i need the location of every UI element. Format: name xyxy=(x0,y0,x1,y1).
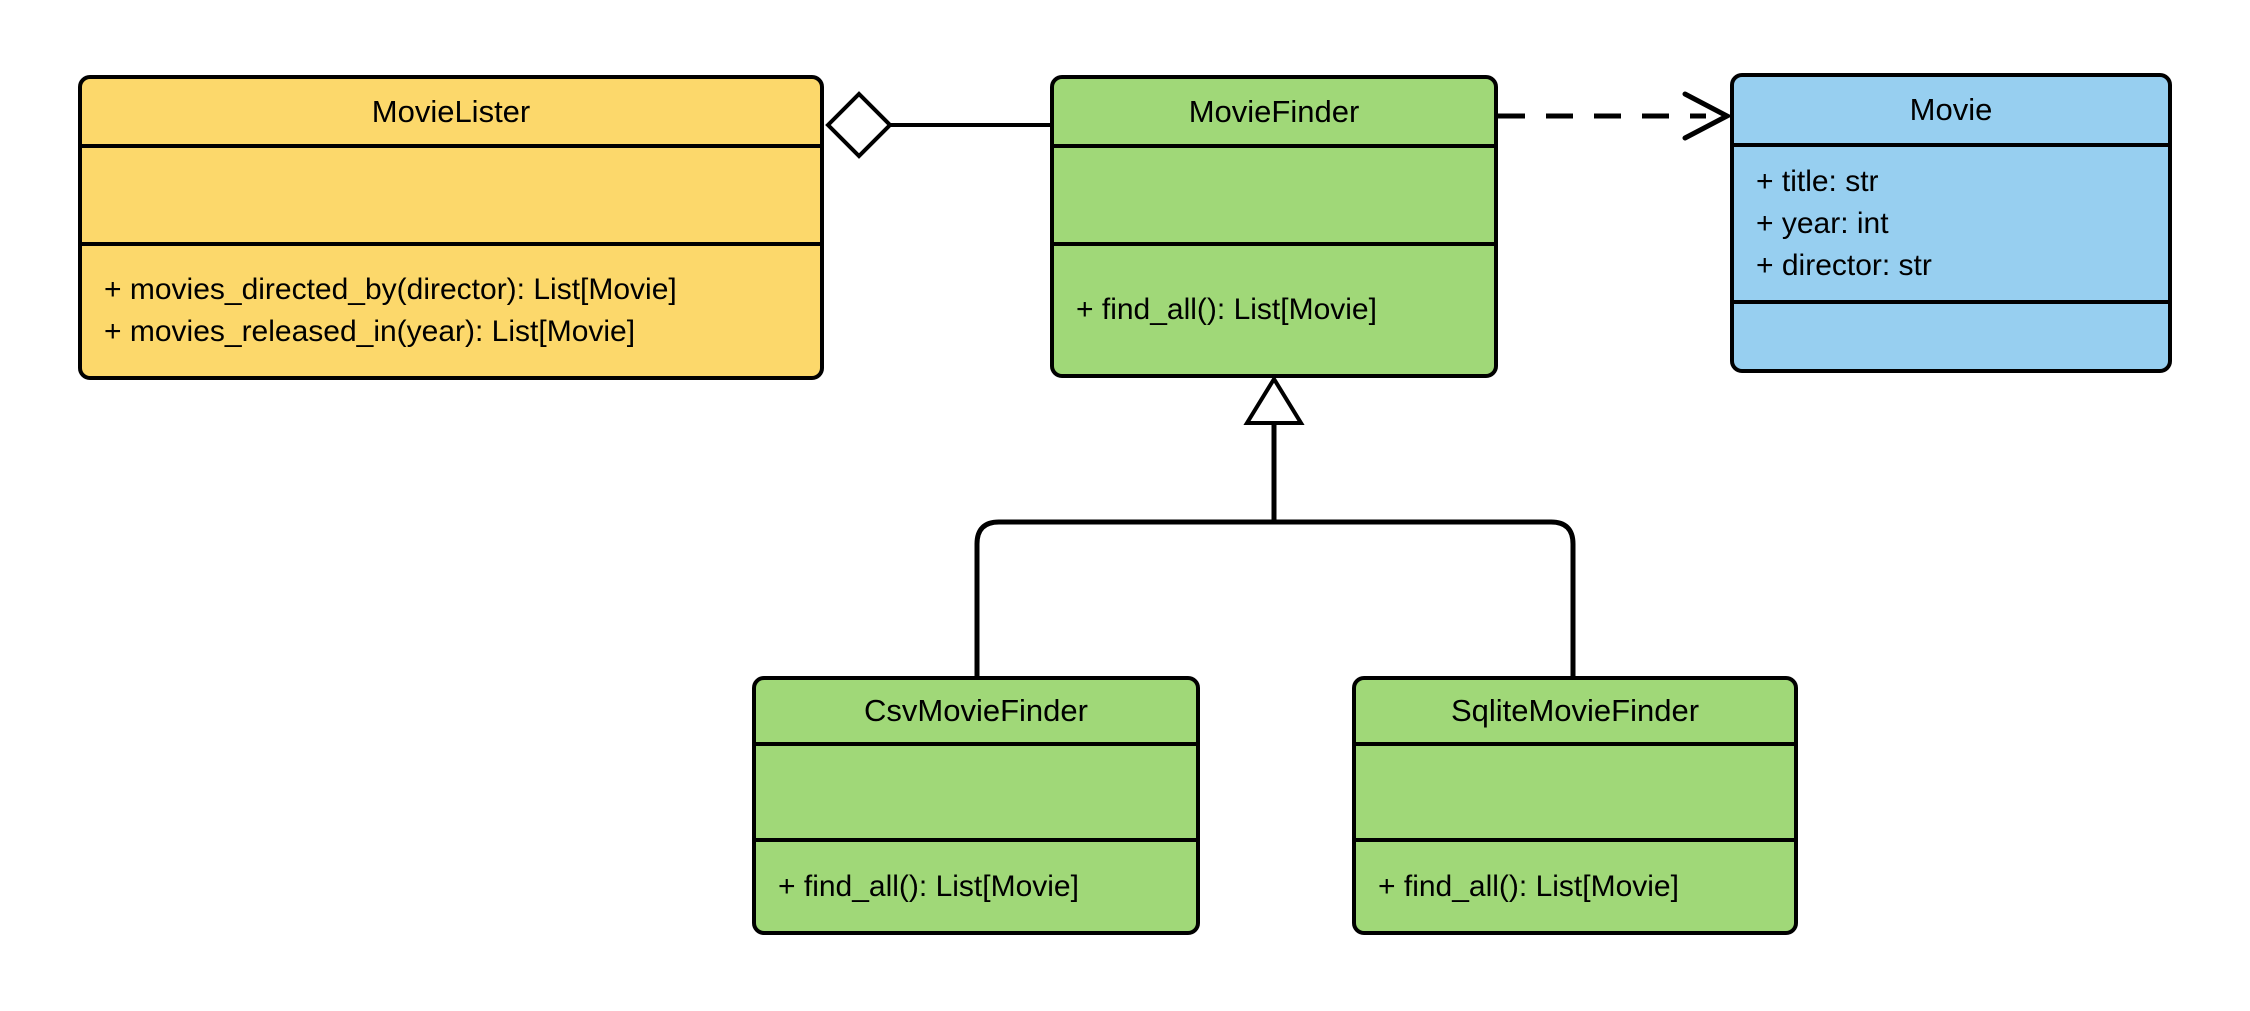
class-movie: Movie + title: str + year: int + directo… xyxy=(1730,73,2172,373)
methods-compartment: + movies_directed_by(director): List[Mov… xyxy=(82,242,820,376)
generalization-branch-line xyxy=(974,519,1576,678)
class-name: MovieLister xyxy=(371,93,531,129)
aggregation-connector xyxy=(825,91,1052,159)
attributes-compartment xyxy=(1054,144,1494,242)
method: + find_all(): List[Movie] xyxy=(1076,293,1377,326)
class-name: CsvMovieFinder xyxy=(864,693,1088,729)
class-name: Movie xyxy=(1909,92,1993,128)
attributes-compartment xyxy=(1356,742,1794,838)
methods-compartment xyxy=(1734,300,2168,369)
attributes-compartment: + title: str + year: int + director: str xyxy=(1734,143,2168,300)
methods-compartment: + find_all(): List[Movie] xyxy=(1356,838,1794,931)
methods-compartment: + find_all(): List[Movie] xyxy=(1054,242,1494,374)
class-csvmoviefinder: CsvMovieFinder + find_all(): List[Movie] xyxy=(752,676,1200,935)
method: + find_all(): List[Movie] xyxy=(1378,869,1679,903)
attributes-compartment xyxy=(756,742,1196,838)
dependency-open-arrowhead xyxy=(1682,91,1733,141)
method: + movies_released_in(year): List[Movie] xyxy=(104,315,636,348)
attribute: + title: str xyxy=(1756,164,1879,198)
method: + find_all(): List[Movie] xyxy=(778,869,1079,903)
class-sqlitemoviefinder: SqliteMovieFinder + find_all(): List[Mov… xyxy=(1352,676,1798,935)
aggregation-diamond xyxy=(825,91,893,159)
method: + movies_directed_by(director): List[Mov… xyxy=(104,273,677,306)
generalization-hollow-triangle xyxy=(1243,375,1305,425)
class-name: SqliteMovieFinder xyxy=(1450,693,1700,729)
attribute: + year: int xyxy=(1756,206,1889,240)
generalization-connector xyxy=(974,375,1576,678)
class-movielister: MovieLister + movies_directed_by(directo… xyxy=(78,75,824,380)
class-name: MovieFinder xyxy=(1188,93,1360,129)
dependency-connector xyxy=(1498,91,1733,141)
attributes-compartment xyxy=(82,144,820,242)
methods-compartment: + find_all(): List[Movie] xyxy=(756,838,1196,931)
attribute: + director: str xyxy=(1756,248,1932,282)
class-moviefinder: MovieFinder + find_all(): List[Movie] xyxy=(1050,75,1498,378)
